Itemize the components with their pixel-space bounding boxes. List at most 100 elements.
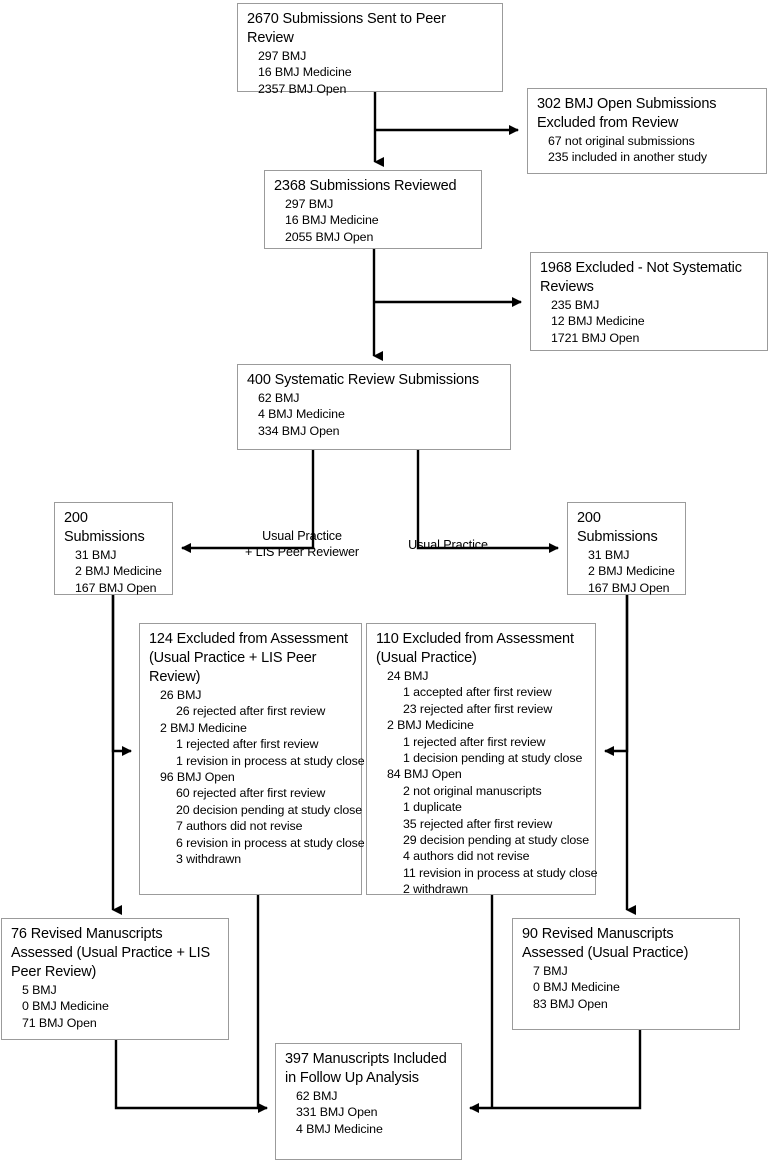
node-arm-lis-peer-review-submissions[interactable]: 200 Submissions 31 BMJ 2 BMJ Medicine 16… [54,502,173,595]
node-item-list: 26 BMJ 26 rejected after first review 2 … [149,687,365,867]
list-item: 6 revision in process at study close [176,835,365,850]
node-item-list: 24 BMJ 1 accepted after first review 23 … [376,668,598,898]
list-item: 7 BMJ [533,964,568,978]
list-item: 26 rejected after first review [176,704,326,719]
group-label: 24 BMJ [387,669,429,683]
group-label: 2 BMJ Medicine [160,720,247,735]
node-title: 200 Submissions [64,510,145,545]
node-item-list: 67 not original submissions 235 included… [537,133,758,166]
list-item: 62 BMJ [296,1089,338,1103]
group-sublist: 26 rejected after first review [160,703,353,719]
node-systematic-review-submissions[interactable]: 400 Systematic Review Submissions 62 BMJ… [237,364,511,450]
node-item-list: 5 BMJ 0 BMJ Medicine 71 BMJ Open [11,982,220,1031]
node-item-list: 297 BMJ 16 BMJ Medicine 2357 BMJ Open [247,48,494,97]
node-item-list: 62 BMJ 331 BMJ Open 4 BMJ Medicine [285,1088,453,1137]
edge-systematic-to-usual-arm [416,450,559,553]
list-item: 71 BMJ Open [22,1015,97,1030]
list-item: 235 included in another study [548,150,707,165]
node-excluded-from-assessment-usual-practice[interactable]: 110 Excluded from Assessment (Usual Prac… [366,623,598,898]
group-label: 84 BMJ Open [387,767,462,782]
group-sublist: 2 not original manuscripts 1 duplicate 3… [387,783,598,898]
list-item: 1 revision in process at study close [176,753,365,768]
list-item: 167 BMJ Open [75,580,157,595]
list-item: 2055 BMJ Open [285,229,374,244]
node-arm-usual-practice-submissions[interactable]: 200 Submissions 31 BMJ 2 BMJ Medicine 16… [567,502,686,595]
list-item: 4 BMJ Medicine [258,407,345,422]
node-title: 90 Revised Manuscripts Assessed (Usual P… [522,926,689,961]
node-title: 397 Manuscripts Included in Follow Up An… [285,1051,447,1086]
list-item: 29 decision pending at study close [403,833,590,848]
list-item: 4 BMJ Medicine [296,1121,383,1136]
node-title: 400 Systematic Review Submissions [247,372,479,388]
edge-label-lis-arm: Usual Practice + LIS Peer Reviewer [245,529,359,559]
group-sublist: 60 rejected after first review 20 decisi… [160,785,365,867]
list-item: 62 BMJ [258,391,300,405]
list-item: 4 authors did not revise [403,849,530,864]
node-item-list: 235 BMJ 12 BMJ Medicine 1721 BMJ Open [540,297,759,346]
list-item: 235 BMJ [551,298,600,312]
node-manuscripts-included-in-follow-up-analysis[interactable]: 397 Manuscripts Included in Follow Up An… [275,1043,462,1160]
node-revised-manuscripts-assessed-usual-practice[interactable]: 90 Revised Manuscripts Assessed (Usual P… [512,918,740,1030]
edge-usual-arm-to-excluded [604,595,629,756]
group-label: 26 BMJ [160,688,202,702]
list-item: 2 BMJ Medicine [588,564,675,579]
node-title: 76 Revised Manuscripts Assessed (Usual P… [11,926,210,980]
list-item: 5 BMJ [22,983,57,997]
list-item: 20 decision pending at study close [176,802,363,817]
list-item: 11 revision in process at study close [403,865,598,880]
node-title: 1968 Excluded - Not Systematic Reviews [540,260,742,295]
node-title: 124 Excluded from Assessment (Usual Prac… [149,631,348,685]
list-item: 331 BMJ Open [296,1105,378,1120]
node-excluded-not-systematic-reviews[interactable]: 1968 Excluded - Not Systematic Reviews 2… [530,252,768,351]
list-item: 31 BMJ [75,548,117,562]
node-title: 2368 Submissions Reviewed [274,178,457,194]
node-title: 200 Submissions [577,510,658,545]
node-submissions-reviewed[interactable]: 2368 Submissions Reviewed 297 BMJ 16 BMJ… [264,170,482,249]
node-title: 110 Excluded from Assessment (Usual Prac… [376,631,574,666]
list-item: 1721 BMJ Open [551,330,640,345]
list-item: 2 BMJ Medicine [75,564,162,579]
list-item: 167 BMJ Open [588,580,670,595]
group-sublist: 1 accepted after first review 23 rejecte… [387,684,587,717]
edge-revised-lis-to-final [114,1040,268,1113]
list-item: 12 BMJ Medicine [551,314,645,329]
node-item-list: 31 BMJ 2 BMJ Medicine 167 BMJ Open [577,547,677,596]
list-item: 334 BMJ Open [258,423,340,438]
node-submissions-sent-to-peer-review[interactable]: 2670 Submissions Sent to Peer Review 297… [237,3,503,96]
list-item: 297 BMJ [285,197,334,211]
list-item: 16 BMJ Medicine [258,65,352,80]
list-item: 2357 BMJ Open [258,81,347,96]
list-item: 7 authors did not revise [176,819,303,834]
group-label: 2 BMJ Medicine [387,718,474,733]
node-item-list: 7 BMJ 0 BMJ Medicine 83 BMJ Open [522,963,731,1012]
edge-lis-arm-to-excluded [111,595,132,756]
list-item: 1 decision pending at study close [403,751,583,766]
edge-label-usual-arm: Usual Practice [408,538,488,552]
list-item: 2 withdrawn [403,882,469,897]
edge-revised-usual-to-final [469,1030,642,1113]
list-item: 1 duplicate [403,800,462,815]
list-item: 297 BMJ [258,49,307,63]
group-sublist: 1 rejected after first review 1 decision… [387,734,587,767]
list-item: 60 rejected after first review [176,786,326,801]
group-label: 96 BMJ Open [160,770,235,785]
list-item: 1 accepted after first review [403,685,552,700]
list-item: 35 rejected after first review [403,816,553,831]
node-title: 2670 Submissions Sent to Peer Review [247,11,446,46]
list-item: 1 rejected after first review [403,734,546,749]
group-sublist: 1 rejected after first review 1 revision… [160,736,365,769]
node-item-list: 297 BMJ 16 BMJ Medicine 2055 BMJ Open [274,196,473,245]
list-item: 0 BMJ Medicine [22,999,109,1014]
node-excluded-from-review[interactable]: 302 BMJ Open Submissions Excluded from R… [527,88,767,174]
node-item-list: 62 BMJ 4 BMJ Medicine 334 BMJ Open [247,390,502,439]
node-item-list: 31 BMJ 2 BMJ Medicine 167 BMJ Open [64,547,164,596]
list-item: 1 rejected after first review [176,737,319,752]
list-item: 2 not original manuscripts [403,783,542,798]
list-item: 83 BMJ Open [533,996,608,1011]
list-item: 23 rejected after first review [403,701,553,716]
node-excluded-from-assessment-lis[interactable]: 124 Excluded from Assessment (Usual Prac… [139,623,365,895]
node-revised-manuscripts-assessed-lis[interactable]: 76 Revised Manuscripts Assessed (Usual P… [1,918,229,1040]
list-item: 16 BMJ Medicine [285,213,379,228]
list-item: 3 withdrawn [176,852,242,867]
